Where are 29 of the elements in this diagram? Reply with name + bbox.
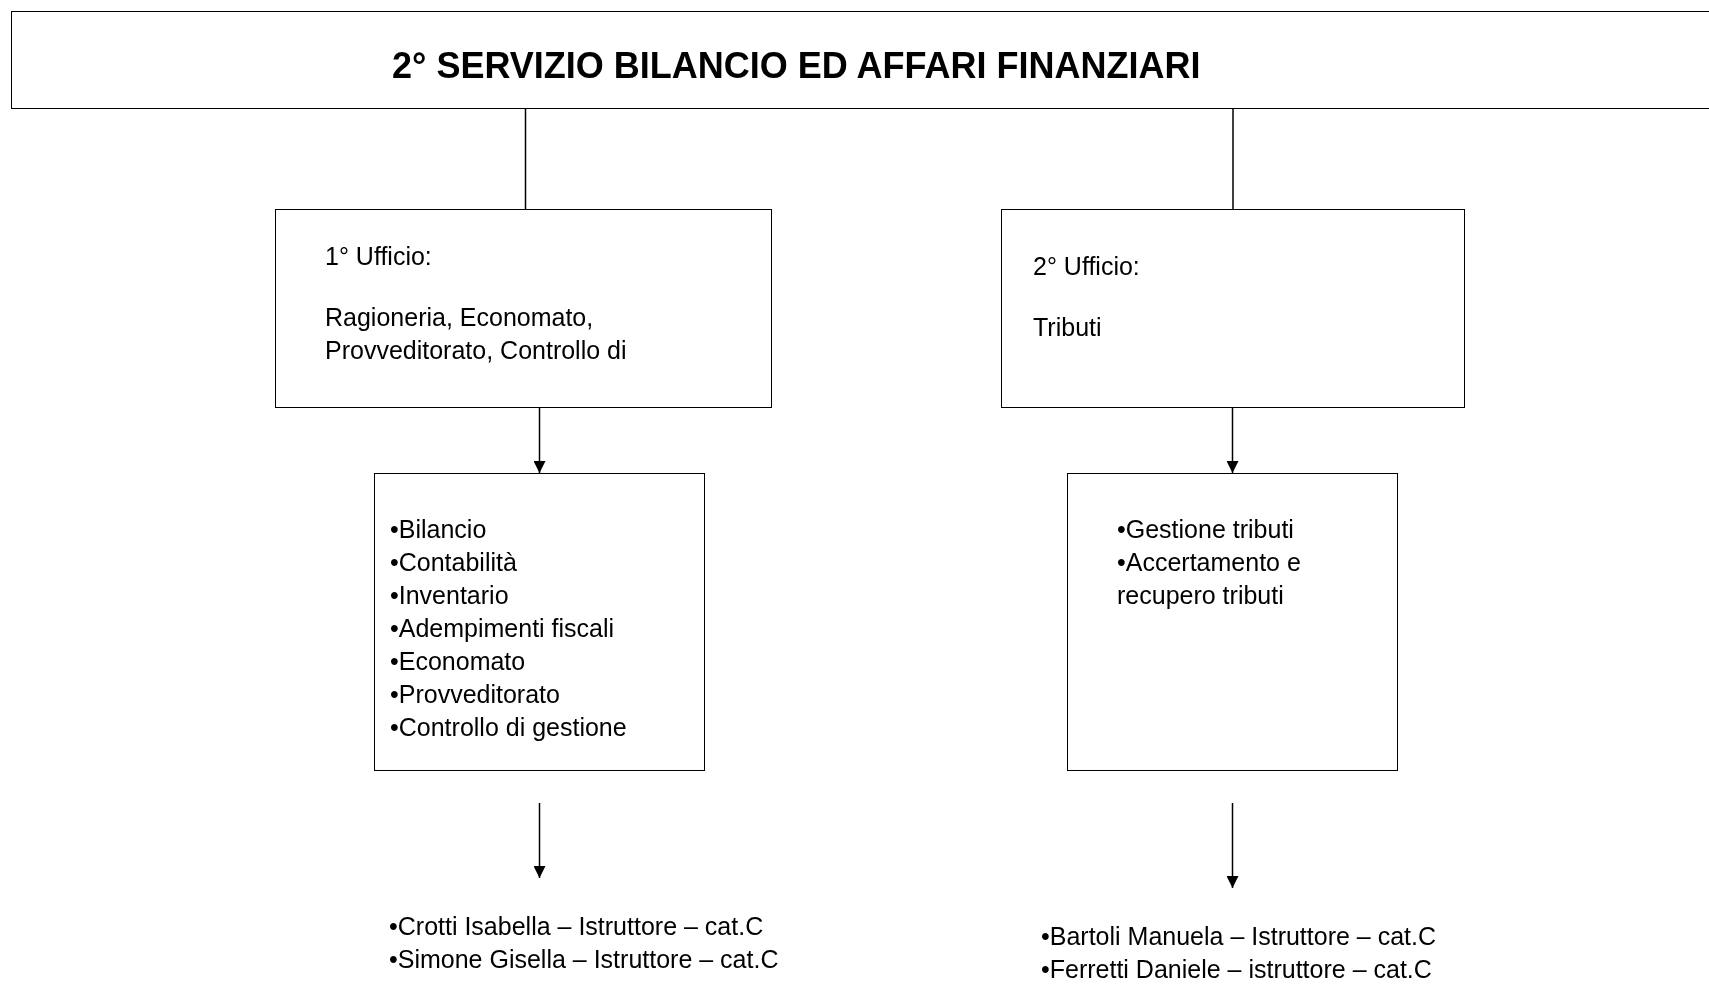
office-heading: 1° Ufficio: [325, 241, 433, 272]
office-heading: 2° Ufficio: [1033, 251, 1141, 282]
office-description: Ragioneria, Economato, Provveditorato, Controllo di [325, 302, 628, 366]
arrow [1226, 407, 1239, 474]
task-item: •Economato [390, 646, 527, 677]
task-item: •Gestione tributi [1117, 514, 1295, 545]
connector-line [1232, 108, 1234, 210]
task-item: •Adempimenti fiscali [390, 613, 616, 644]
connector-line [524, 108, 527, 210]
task-item: •Provveditorato [390, 679, 561, 710]
task-item: •Accertamento e recupero tributi [1117, 547, 1302, 611]
title-box [11, 11, 1709, 109]
title-text: 2° SERVIZIO BILANCIO ED AFFARI FINANZIARI [392, 46, 1202, 86]
staff-member: •Simone Gisella – Istruttore – cat.C [389, 944, 780, 975]
arrow [533, 802, 546, 879]
task-list-box [1067, 473, 1398, 771]
staff-member: •Bartoli Manuela – Istruttore – cat.C [1041, 921, 1438, 952]
task-item: •Bilancio [390, 514, 488, 545]
arrow [533, 407, 546, 474]
office-description: Tributi [1033, 312, 1103, 343]
staff-member: •Ferretti Daniele – istruttore – cat.C [1041, 954, 1433, 984]
office-box [1001, 209, 1465, 408]
task-list-box [374, 473, 705, 771]
task-item: •Contabilità [390, 547, 518, 578]
arrow [1226, 802, 1239, 889]
task-item: •Controllo di gestione [390, 712, 628, 743]
task-item: •Inventario [390, 580, 510, 611]
staff-member: •Crotti Isabella – Istruttore – cat.C [389, 911, 765, 942]
office-box [275, 209, 772, 408]
